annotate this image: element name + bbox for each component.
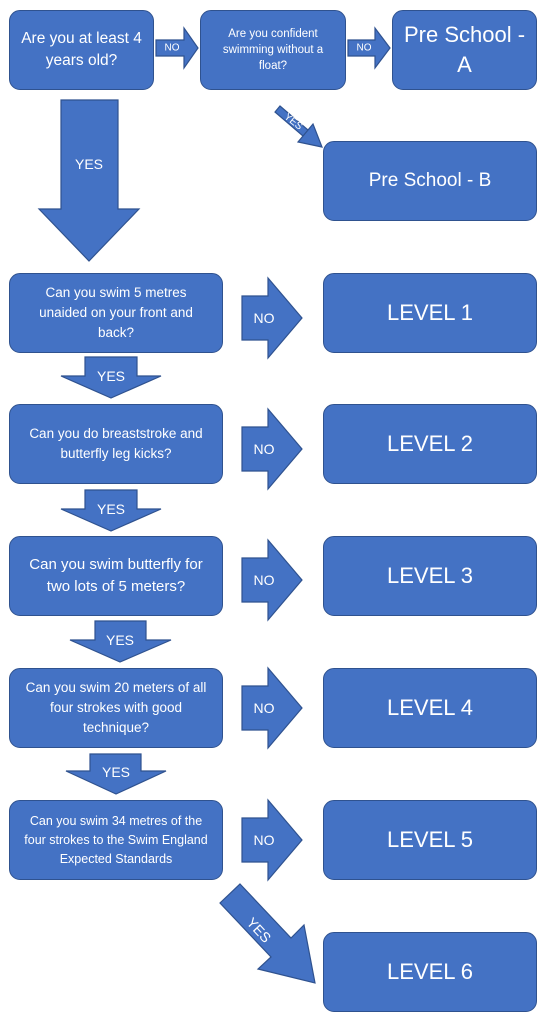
step3-question-text: Can you swim butterfly for two lots of 5…: [29, 556, 203, 595]
step5-question-box: Can you swim 34 metres of the four strok…: [9, 800, 223, 880]
age-question-text: Are you at least 4 years old?: [21, 30, 142, 69]
arrow-yes-step4-to-step5: [65, 753, 167, 795]
arrow-no-step1: [241, 276, 303, 360]
level5-label: LEVEL 5: [386, 827, 474, 852]
step4-question-box: Can you swim 20 meters of all four strok…: [9, 668, 223, 748]
arrow-label-no-step1: NO: [254, 310, 275, 326]
arrow-no-step4: [241, 666, 303, 750]
level6-box: LEVEL 6: [323, 932, 537, 1012]
float-question-text: Are you confident swimming without a flo…: [222, 28, 324, 72]
arrow-label-no-step2: NO: [254, 441, 275, 457]
arrow-yes-step3-to-step4: [69, 620, 172, 663]
age-question-box: Are you at least 4 years old?: [9, 10, 154, 90]
arrow-yes-age-to-step1: [37, 99, 141, 262]
arrow-no-step2: [241, 407, 303, 491]
level2-label: LEVEL 2: [386, 431, 474, 456]
preschool-a-box: Pre School - A: [392, 10, 537, 90]
float-question-box: Are you confident swimming without a flo…: [200, 10, 346, 90]
step5-question-text: Can you swim 34 metres of the four strok…: [24, 813, 208, 866]
arrow-label-yes-step4: YES: [102, 764, 130, 780]
level2-box: LEVEL 2: [323, 404, 537, 484]
step4-question-text: Can you swim 20 meters of all four strok…: [25, 680, 207, 735]
arrow-label-no-step3: NO: [254, 572, 275, 588]
level4-box: LEVEL 4: [323, 668, 537, 748]
arrow-yes-step5-to-level6: [219, 883, 316, 984]
arrow-label-yes-age: YES: [75, 156, 103, 172]
arrow-no-step3: [241, 538, 303, 622]
step2-question-box: Can you do breaststroke and butterfly le…: [9, 404, 223, 484]
level5-box: LEVEL 5: [323, 800, 537, 880]
arrow-label-no-step4: NO: [254, 700, 275, 716]
arrow-label-no-age: NO: [165, 43, 180, 54]
arrow-yes-float-to-preschool-b: [274, 105, 323, 148]
preschool-b-box: Pre School - B: [323, 141, 537, 221]
arrow-label-yes-step3: YES: [106, 632, 134, 648]
preschool-b-label: Pre School - B: [368, 170, 492, 191]
level6-label: LEVEL 6: [386, 959, 474, 984]
arrow-label-yes-step1: YES: [97, 368, 125, 384]
level3-label: LEVEL 3: [386, 563, 474, 588]
arrow-label-no-float: NO: [357, 43, 372, 54]
level4-label: LEVEL 4: [386, 695, 474, 720]
level1-label: LEVEL 1: [386, 300, 474, 325]
step1-question-text: Can you swim 5 metres unaided on your fr…: [39, 285, 193, 340]
level1-box: LEVEL 1: [323, 273, 537, 353]
step3-question-box: Can you swim butterfly for two lots of 5…: [9, 536, 223, 616]
step2-question-text: Can you do breaststroke and butterfly le…: [29, 426, 203, 461]
arrow-no-age-to-float: [155, 26, 199, 70]
arrow-label-yes-step2: YES: [97, 501, 125, 517]
arrow-yes-step2-to-step3: [60, 489, 162, 532]
arrow-no-float-to-preschool-a: [347, 26, 391, 70]
step1-question-box: Can you swim 5 metres unaided on your fr…: [9, 273, 223, 353]
arrow-yes-step1-to-step2: [60, 356, 162, 399]
arrow-label-no-step5: NO: [254, 832, 275, 848]
preschool-a-label: Pre School - A: [403, 22, 526, 77]
level3-box: LEVEL 3: [323, 536, 537, 616]
arrow-no-step5: [241, 798, 303, 882]
